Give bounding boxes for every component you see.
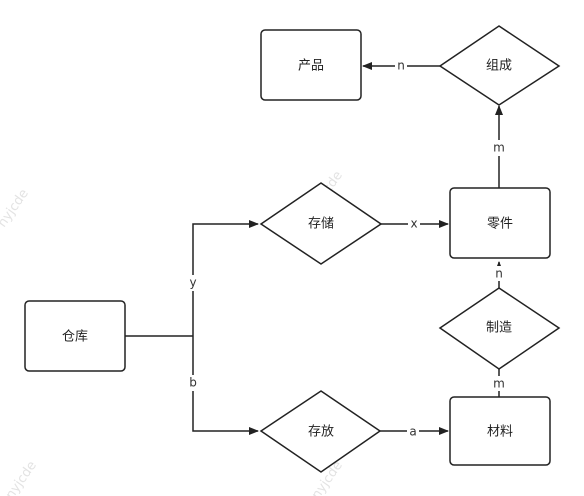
relationship-store-label: 存储 [308, 217, 334, 232]
cardinality-store-part: x [410, 217, 417, 231]
cardinality-warehouse-store: y [189, 276, 196, 290]
entity-part[interactable] [449, 187, 551, 259]
node-labels: 产品 零件 仓库 材料 组成 存储 存放 制造 [62, 59, 513, 440]
entity-material[interactable] [449, 396, 551, 466]
cardinality-manufacture-material: m [493, 377, 505, 391]
watermark-3: nyjcde [3, 459, 40, 496]
entity-warehouse-label: 仓库 [62, 329, 88, 345]
relationship-place-label: 存放 [308, 425, 334, 440]
entity-material-label: 材料 [487, 425, 513, 440]
relationship-manufacture-label: 制造 [486, 321, 512, 336]
entity-product-label: 产品 [298, 59, 324, 74]
relationships [259, 25, 561, 473]
relationship-manufacture[interactable] [438, 287, 561, 370]
relationship-compose-label: 组成 [486, 59, 512, 74]
entity-part-label: 零件 [487, 217, 513, 232]
entity-product[interactable] [260, 29, 362, 101]
entities [24, 29, 551, 466]
cardinality-warehouse-place: b [189, 376, 197, 390]
cardinality-place-material: a [409, 425, 416, 439]
edge-bus-store [192, 220, 259, 336]
edge-bus-place [192, 336, 259, 435]
cardinality-compose-part: m [493, 141, 505, 155]
watermark-1: nyjcde [0, 187, 32, 231]
cardinality-labels: n m x y b a n m [187, 58, 506, 439]
cardinality-compose-product: n [397, 59, 405, 73]
relationship-place[interactable] [259, 390, 382, 473]
relationship-store[interactable] [259, 182, 383, 265]
relationship-compose[interactable] [438, 25, 561, 106]
cardinality-manufacture-part: n [495, 267, 503, 281]
entity-warehouse[interactable] [24, 300, 126, 372]
